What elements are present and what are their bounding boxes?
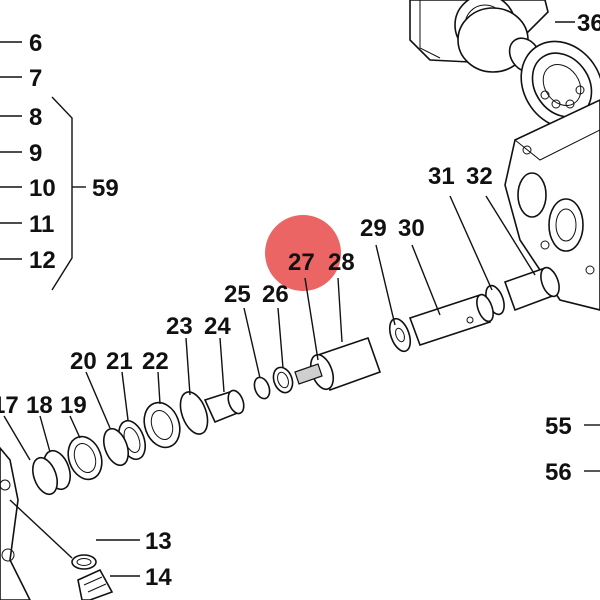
label-13: 13	[145, 528, 172, 555]
pump-head-assembly: 36	[409, 0, 600, 130]
label-22: 22	[142, 348, 169, 375]
label-18: 18	[26, 392, 53, 419]
label-11: 11	[29, 211, 54, 238]
label-12: 12	[29, 247, 56, 274]
group-bracket	[51, 96, 73, 291]
label-36: 36	[577, 10, 600, 37]
label-17: 17	[0, 392, 19, 419]
label-21: 21	[106, 348, 133, 375]
label-28: 28	[328, 249, 355, 276]
label-8: 8	[29, 104, 42, 131]
label-55: 55	[545, 413, 572, 440]
label-7: 7	[29, 65, 42, 92]
label-26: 26	[262, 281, 289, 308]
label-24: 24	[204, 313, 231, 340]
label-14: 14	[145, 564, 172, 591]
label-9: 9	[29, 140, 42, 167]
valve-stack	[0, 366, 294, 600]
plug-assembly	[71, 554, 114, 600]
highlight-marker	[265, 215, 341, 291]
label-59: 59	[92, 175, 119, 202]
label-30: 30	[398, 215, 425, 242]
plunger-assembly	[294, 266, 560, 392]
label-32: 32	[466, 163, 493, 190]
crankcase	[504, 99, 600, 311]
left-label-group: 6 7 8 9 10 11 12 59	[0, 30, 119, 291]
label-31: 31	[428, 163, 455, 190]
label-10: 10	[29, 175, 56, 202]
label-19: 19	[60, 392, 87, 419]
label-27: 27	[288, 249, 315, 276]
label-6: 6	[29, 30, 42, 57]
label-23: 23	[166, 313, 193, 340]
label-25: 25	[224, 281, 251, 308]
label-56: 56	[545, 459, 572, 486]
label-20: 20	[70, 348, 97, 375]
label-29: 29	[360, 215, 387, 242]
